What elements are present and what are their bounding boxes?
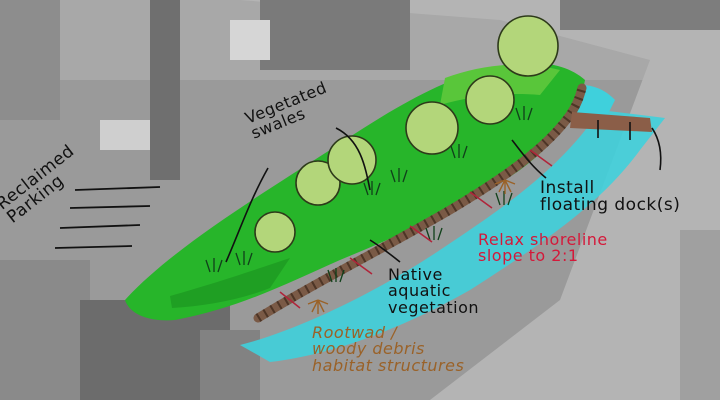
annotation-leaders <box>225 127 662 263</box>
tree <box>405 101 459 155</box>
floating-dock <box>570 112 652 140</box>
tree <box>497 15 559 77</box>
tree-canopies <box>254 15 559 253</box>
shoreline-slope-marks <box>279 149 553 309</box>
shoreline-boardwalk <box>253 83 587 323</box>
tree <box>327 135 377 185</box>
tree <box>254 211 296 253</box>
label-install-floating-docks: Install floating dock(s) <box>540 178 681 216</box>
rootwad-structures <box>307 179 516 314</box>
parking-stall-lines <box>54 186 161 249</box>
grass-tufts <box>205 106 533 283</box>
tree <box>295 160 341 206</box>
tree <box>465 75 515 125</box>
label-relax-shoreline-slope: Relax shoreline slope to 2:1 <box>478 230 608 266</box>
label-rootwad-woody-debris: Rootwad / woody debris habitat structure… <box>312 323 465 375</box>
label-native-aquatic-vegetation: Native aquatic vegetation <box>388 265 480 317</box>
